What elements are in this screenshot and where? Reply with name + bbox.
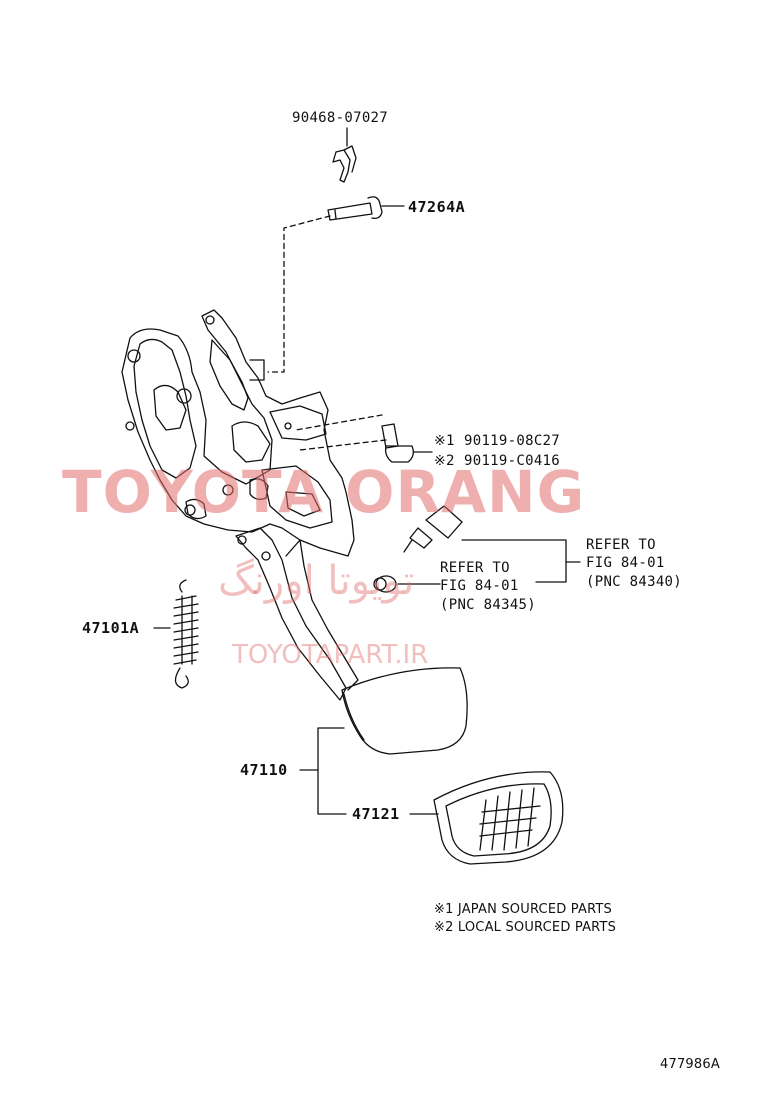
note-japan-sourced: ※1 JAPAN SOURCED PARTS: [434, 902, 612, 917]
alignment-lines: [267, 215, 387, 451]
part-number-clip: 90468-07027: [292, 110, 389, 126]
part-number-pin: 47264A: [408, 198, 466, 216]
pad-cover-part: [433, 771, 564, 865]
stopper-reference-line2: FIG 84-01: [440, 578, 519, 594]
part-number-pad: 47121: [352, 805, 400, 823]
part-number-pedal: 47110: [240, 761, 288, 779]
note-local-sourced: ※2 LOCAL SOURCED PARTS: [434, 920, 617, 935]
stopper-reference-line3: (PNC 84345): [440, 597, 537, 613]
bolt-part: [381, 423, 414, 463]
pin-part: [327, 196, 383, 221]
figure-id: 477986A: [660, 1057, 720, 1072]
clip-part: [332, 145, 357, 183]
stopper-part: [373, 575, 397, 593]
part-number-bolt-1: 90119-08C27: [464, 433, 561, 449]
pedal-pad-leader: [317, 727, 347, 815]
switch-reference-line2: FIG 84-01: [586, 555, 665, 571]
return-spring-part: [173, 579, 199, 689]
watermark-main: TOYOTA ORANG: [62, 458, 586, 526]
part-number-spring: 47101A: [82, 619, 140, 637]
stopper-reference-line1: REFER TO: [440, 560, 510, 576]
stop-lamp-switch-part: [403, 505, 463, 553]
bolt-variant-2-mark: ※2: [434, 453, 455, 469]
switch-reference-leader: [461, 539, 567, 583]
watermark-persian: تویوتا اورنگ: [218, 558, 415, 604]
part-number-bolt-2: 90119-C0416: [464, 453, 561, 469]
switch-reference-line3: (PNC 84340): [586, 574, 683, 590]
bolt-variant-1-mark: ※1: [434, 433, 455, 449]
pedal-pad-part: [341, 667, 468, 755]
switch-reference-line1: REFER TO: [586, 537, 656, 553]
watermark-site: TOYOTAPART.IR: [232, 640, 429, 670]
pedal-bracket: [121, 309, 355, 557]
